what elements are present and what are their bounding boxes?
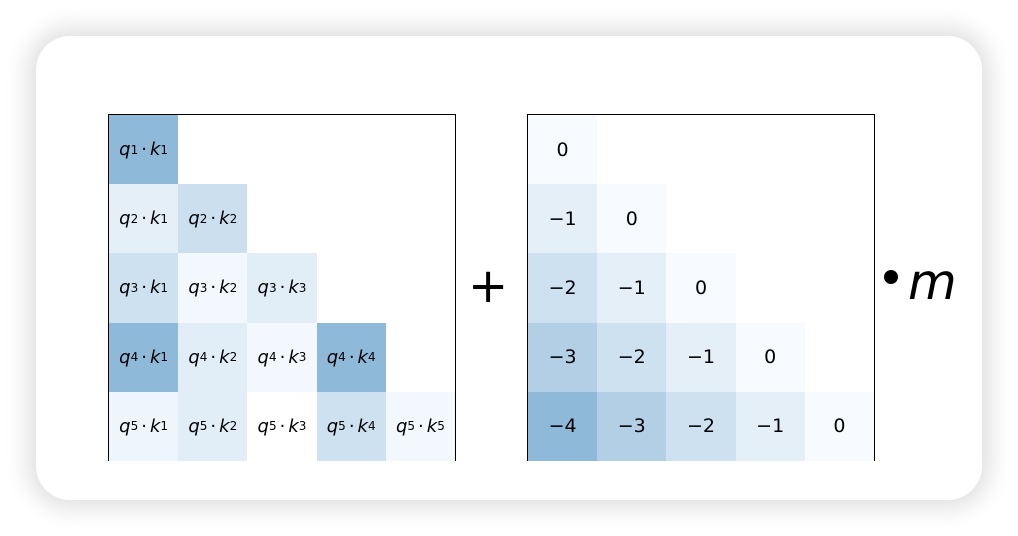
bias-cell-4-1: −3 bbox=[528, 322, 598, 392]
k-index: 1 bbox=[160, 350, 169, 365]
q-index: 4 bbox=[130, 350, 139, 365]
k-index: 5 bbox=[437, 419, 445, 434]
k-index: 3 bbox=[298, 419, 307, 434]
q-index: 3 bbox=[268, 280, 277, 295]
q-index: 2 bbox=[199, 211, 208, 226]
q-index: 2 bbox=[130, 211, 139, 226]
bias-cell-4-2: −2 bbox=[597, 322, 667, 392]
q-index: 4 bbox=[199, 350, 208, 365]
q-index: 5 bbox=[338, 419, 346, 434]
bias-cell-5-5: 0 bbox=[804, 391, 874, 461]
q-index: 3 bbox=[130, 280, 139, 295]
q-index: 5 bbox=[199, 419, 208, 434]
q-index: 1 bbox=[130, 142, 139, 157]
k-index: 2 bbox=[229, 280, 238, 295]
q-index: 5 bbox=[130, 419, 139, 434]
plus-operator: + bbox=[468, 258, 509, 314]
k-index: 2 bbox=[229, 350, 238, 365]
q-index: 5 bbox=[407, 419, 416, 434]
bias-cell-5-2: −3 bbox=[597, 391, 667, 461]
k-index: 4 bbox=[367, 419, 376, 434]
bias-cell-5-1: −4 bbox=[528, 391, 598, 461]
bias-cell-5-3: −2 bbox=[666, 391, 736, 461]
q-index: 5 bbox=[268, 419, 277, 434]
bias-cell-2-2: 0 bbox=[597, 184, 667, 254]
k-index: 3 bbox=[298, 350, 307, 365]
multiply-dot-icon bbox=[884, 270, 898, 284]
bias-cell-4-3: −1 bbox=[666, 322, 736, 392]
k-index: 3 bbox=[298, 280, 307, 295]
k-index: 2 bbox=[229, 211, 238, 226]
bias-cell-3-2: −1 bbox=[597, 253, 667, 323]
k-index: 2 bbox=[229, 419, 238, 434]
q-index: 4 bbox=[268, 350, 277, 365]
k-index: 1 bbox=[160, 211, 169, 226]
q-index: 3 bbox=[199, 280, 208, 295]
k-index: 4 bbox=[367, 350, 376, 365]
k-index: 1 bbox=[160, 142, 169, 157]
bias-cell-1-1: 0 bbox=[528, 115, 598, 185]
bias-cell-4-4: 0 bbox=[735, 322, 805, 392]
bias-cell-3-3: 0 bbox=[666, 253, 736, 323]
bias-cell-2-1: −1 bbox=[528, 184, 598, 254]
q-index: 4 bbox=[338, 350, 346, 365]
bias-cell-3-1: −2 bbox=[528, 253, 598, 323]
k-index: 1 bbox=[160, 280, 169, 295]
slope-m-label: m bbox=[908, 253, 957, 311]
k-index: 1 bbox=[160, 419, 169, 434]
bias-cell-5-4: −1 bbox=[735, 391, 805, 461]
